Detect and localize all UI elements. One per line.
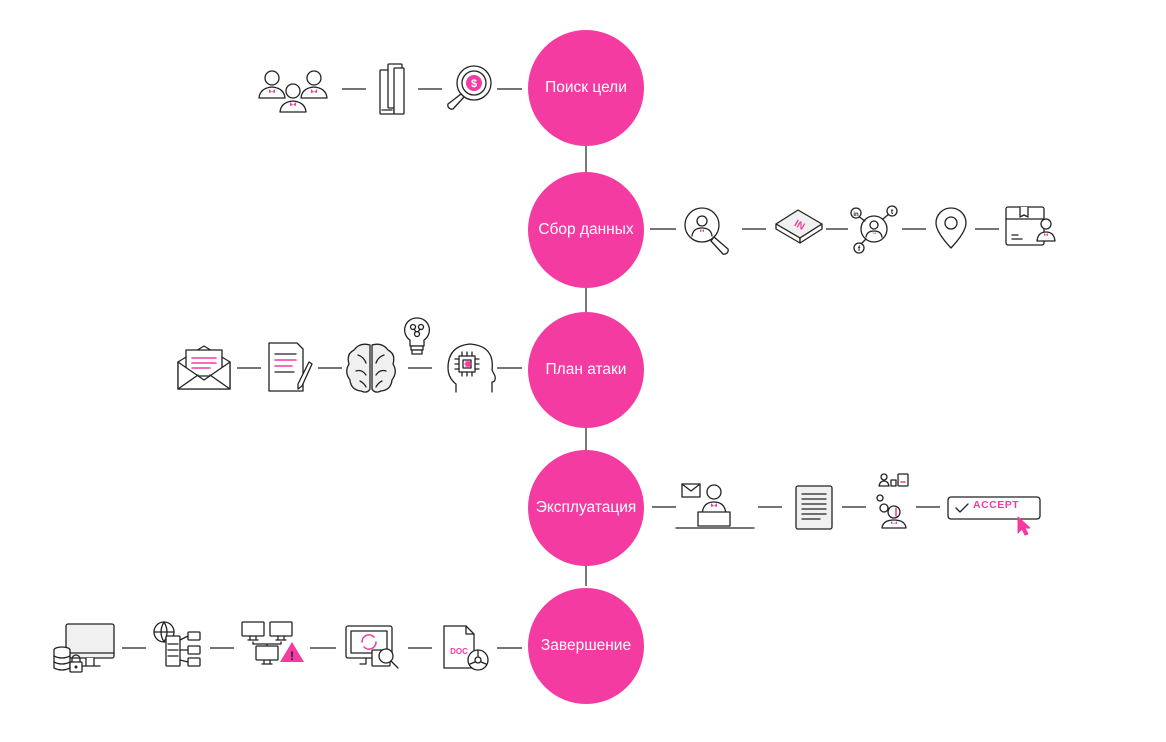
stage-label: Эксплуатация <box>535 499 637 517</box>
linkedin-card-icon: IN <box>772 206 826 248</box>
monitor-search-icon <box>344 624 404 672</box>
computers-warning-icon: ! <box>240 620 306 672</box>
stage-attack-plan: План атаки <box>528 312 644 428</box>
impersonation-icon <box>874 472 914 532</box>
documents-stack-icon <box>378 62 408 116</box>
document-list-icon <box>794 483 834 531</box>
stage-completion: Завершение <box>528 588 644 704</box>
svg-text:$: $ <box>471 78 477 90</box>
location-pin-icon <box>934 206 968 250</box>
stage-target-search: Поиск цели <box>528 30 644 146</box>
accept-button-cursor-icon <box>946 495 1042 537</box>
svg-text:t: t <box>891 209 894 216</box>
stage-data-collection: Сбор данных <box>528 172 644 288</box>
brain-icon <box>346 341 396 395</box>
svg-text:!: ! <box>290 649 294 663</box>
network-server-icon <box>152 620 204 672</box>
document-pen-icon <box>266 340 314 394</box>
infected-file-icon: DOC <box>440 624 496 674</box>
svg-text:in: in <box>853 212 859 218</box>
svg-text:DOC: DOC <box>450 647 468 656</box>
stage-label: Завершение <box>540 637 632 655</box>
accept-button-label: ACCEPT <box>973 499 1020 511</box>
stage-label: План атаки <box>545 361 627 379</box>
idea-bulb-icon <box>402 316 432 358</box>
people-group-icon <box>256 66 332 116</box>
stage-exploitation: Эксплуатация <box>528 450 644 566</box>
money-search-icon: $ <box>442 63 494 113</box>
email-envelope-icon <box>176 344 232 392</box>
profile-box-icon <box>1004 205 1060 249</box>
svg-text:f: f <box>858 246 861 253</box>
computer-database-lock-icon <box>52 622 118 676</box>
head-chip-icon <box>446 342 496 394</box>
stage-label: Поиск цели <box>545 79 627 97</box>
svg-text:IN: IN <box>792 218 806 233</box>
stage-label: Сбор данных <box>538 221 634 239</box>
social-network-person-icon: in t f <box>846 204 902 258</box>
person-search-icon <box>682 206 736 256</box>
person-laptop-email-icon <box>674 480 756 532</box>
